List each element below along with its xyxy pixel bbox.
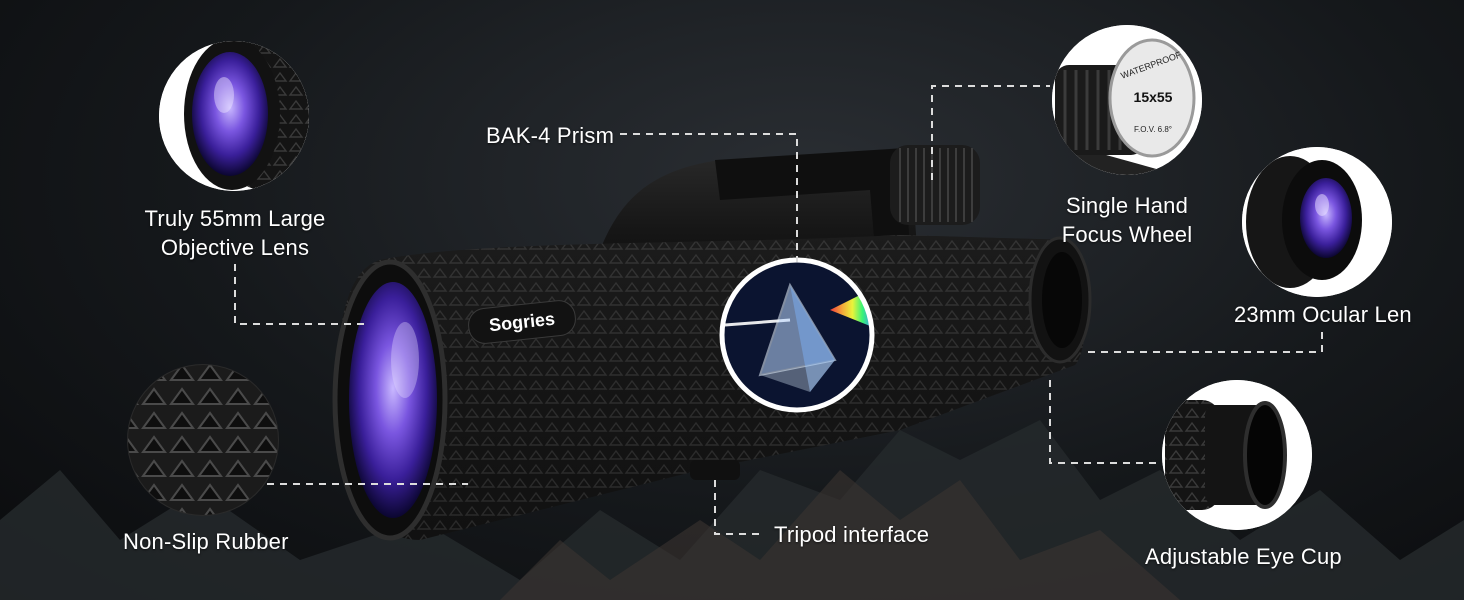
focus-wheel-label-line1: Single Hand bbox=[1065, 193, 1189, 218]
focus-wheel-inset: WATERPROOF 15x55 F.O.V. 6.8° bbox=[1052, 25, 1202, 175]
objective-lens-label: Truly 55mm Large Objective Lens bbox=[135, 204, 335, 262]
non-slip-rubber-label: Non-Slip Rubber bbox=[123, 529, 289, 554]
objective-lens-label-line1: Truly 55mm Large bbox=[144, 206, 326, 231]
ocular-lens-inset bbox=[1242, 147, 1392, 297]
tripod-interface-label: Tripod interface bbox=[774, 522, 930, 547]
focus-wheel-label-line2: Focus Wheel bbox=[1061, 222, 1193, 247]
leader-lines bbox=[234, 85, 1323, 535]
objective-lens-label-line2: Objective Lens bbox=[160, 235, 310, 260]
eye-cup-inset bbox=[1162, 380, 1312, 530]
spec-text: 15x55 bbox=[1134, 89, 1173, 105]
objective-lens-inset bbox=[159, 41, 309, 191]
bak4-prism-label: BAK-4 Prism bbox=[486, 123, 615, 148]
eye-cup-label: Adjustable Eye Cup bbox=[1145, 544, 1342, 569]
mountain-foreground bbox=[500, 470, 1180, 600]
fov-text: F.O.V. 6.8° bbox=[1134, 125, 1172, 134]
focus-wheel-label: Single Hand Focus Wheel bbox=[1047, 191, 1207, 249]
prism-inset bbox=[719, 257, 875, 413]
rubber-texture-inset bbox=[127, 364, 279, 516]
ocular-lens-label: 23mm Ocular Len bbox=[1234, 302, 1412, 327]
